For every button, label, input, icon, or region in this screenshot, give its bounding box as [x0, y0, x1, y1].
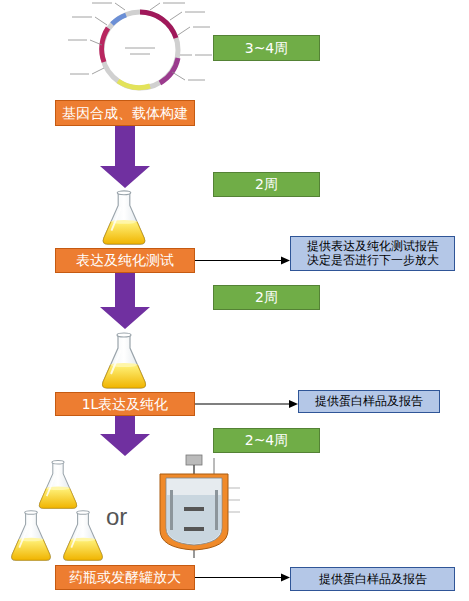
flask-icon	[39, 461, 76, 509]
duration-box: 2周	[213, 172, 320, 197]
output-box: 提供蛋白样品及报告	[298, 390, 440, 413]
box-text: 提供表达及纯化测试报告 决定是否进行下一步放大	[305, 239, 441, 268]
flow-arrow	[100, 126, 150, 188]
box-text: 提供蛋白样品及报告	[319, 572, 427, 586]
duration-box: 2周	[213, 285, 320, 310]
box-text: 3~4周	[245, 40, 289, 57]
process-box: 表达及纯化测试	[55, 248, 195, 273]
duration-box: 2~4周	[213, 428, 320, 453]
box-text: 基因合成、载体构建	[62, 105, 188, 122]
duration-box: 3~4周	[213, 35, 320, 61]
output-arrow	[195, 573, 290, 581]
box-text: 提供蛋白样品及报告	[315, 394, 423, 408]
box-text: 2周	[255, 289, 278, 306]
output-arrow	[195, 400, 298, 408]
box-text: 药瓶或发酵罐放大	[69, 569, 181, 586]
box-text: 1L表达及纯化	[82, 396, 169, 413]
process-box: 药瓶或发酵罐放大	[55, 565, 195, 590]
flask-icon	[64, 511, 103, 561]
output-arrow	[195, 256, 290, 264]
fermenter-illustration	[160, 455, 240, 558]
process-box: 基因合成、载体构建	[55, 100, 195, 126]
flow-arrow	[100, 273, 150, 329]
box-text: 表达及纯化测试	[76, 252, 174, 269]
plasmid-map	[68, 3, 212, 88]
output-box: 提供蛋白样品及报告	[290, 567, 455, 591]
box-text: 2周	[255, 176, 278, 193]
box-text: 2~4周	[245, 432, 289, 449]
flask-icon	[103, 333, 146, 388]
flow-arrow	[100, 416, 150, 456]
or-label: or	[106, 503, 127, 531]
flask-icon	[103, 191, 145, 244]
flask-icon	[12, 511, 51, 561]
process-box: 1L表达及纯化	[55, 392, 195, 416]
output-box: 提供表达及纯化测试报告 决定是否进行下一步放大	[290, 236, 455, 271]
